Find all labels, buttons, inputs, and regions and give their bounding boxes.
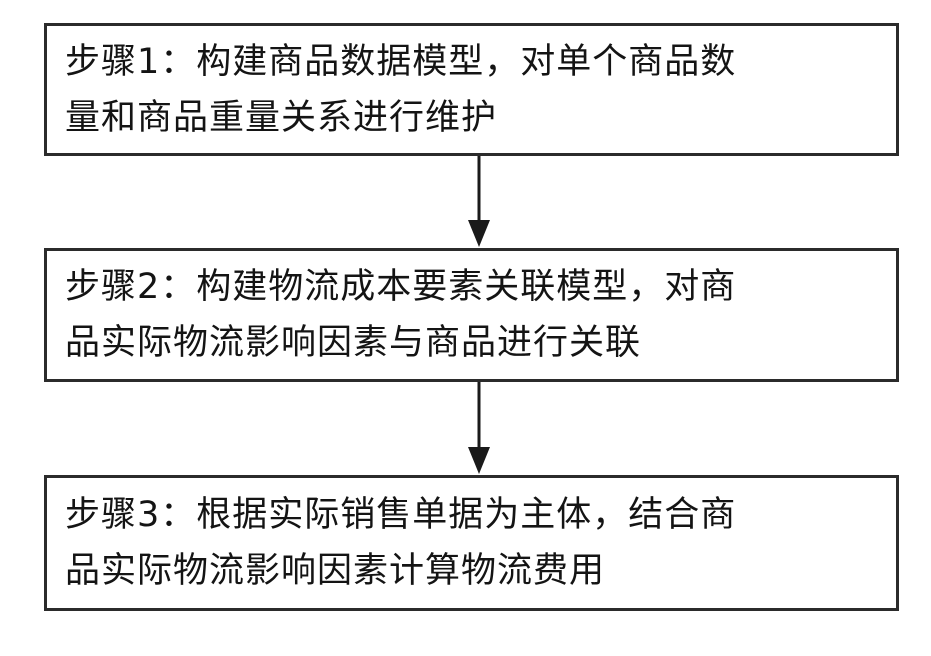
step-1-line-2: 量和商品重量关系进行维护: [65, 90, 497, 146]
step-2-box: 步骤2：构建物流成本要素关联模型，对商 品实际物流影响因素与商品进行关联: [44, 248, 899, 382]
arrow-step-2-to-3: [464, 382, 494, 475]
step-2-line-2: 品实际物流影响因素与商品进行关联: [65, 315, 641, 371]
step-1-line-1: 步骤1：构建商品数据模型，对单个商品数: [65, 34, 736, 90]
step-3-box: 步骤3：根据实际销售单据为主体，结合商 品实际物流影响因素计算物流费用: [44, 475, 899, 611]
arrow-step-1-to-2: [464, 156, 494, 248]
step-2-line-1: 步骤2：构建物流成本要素关联模型，对商: [65, 259, 736, 315]
step-3-line-2: 品实际物流影响因素计算物流费用: [65, 543, 605, 599]
step-1-box: 步骤1：构建商品数据模型，对单个商品数 量和商品重量关系进行维护: [44, 23, 899, 156]
step-3-line-1: 步骤3：根据实际销售单据为主体，结合商: [65, 487, 736, 543]
